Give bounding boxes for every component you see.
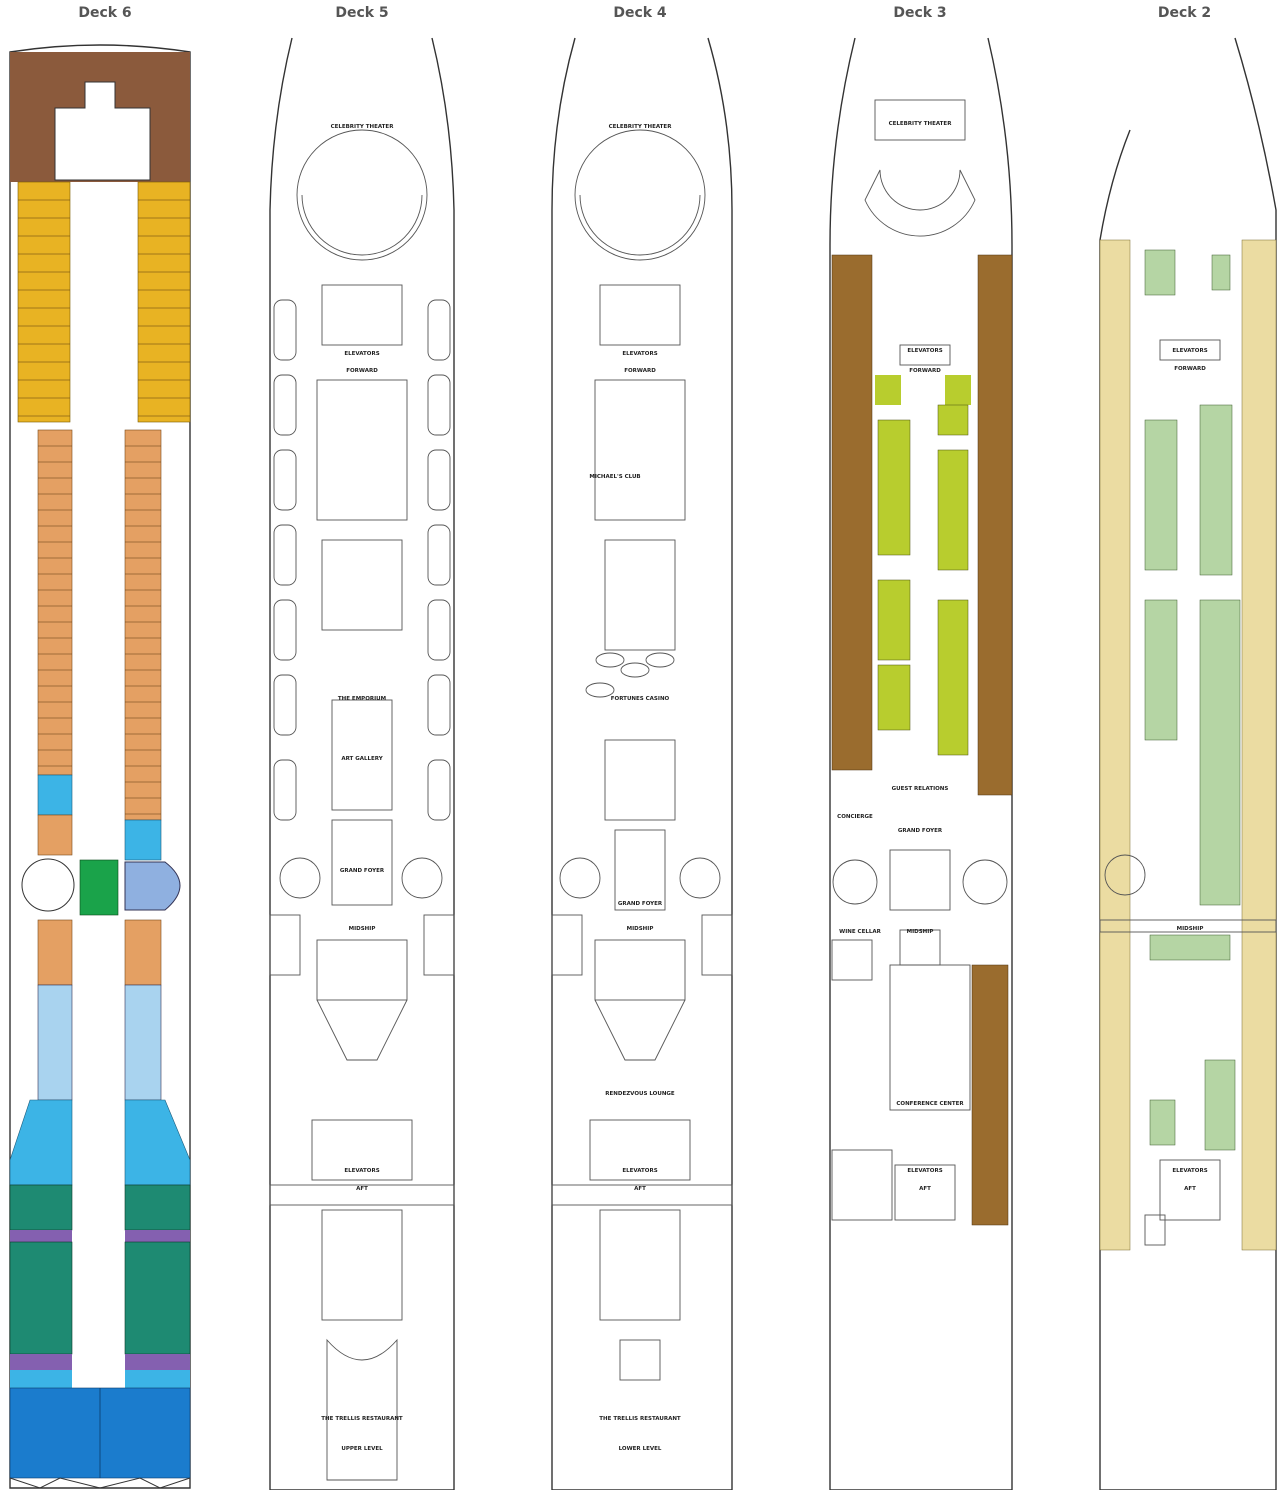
label-conference-center: CONFERENCE CENTER [896,1101,964,1107]
label-grand-foyer: GRAND FOYER [898,828,943,834]
label-midship: MIDSHIP [907,929,934,935]
label-midship: MIDSHIP [1177,926,1204,932]
label-concierge: CONCIERGE [837,814,873,820]
label-fortunes-casino: FORTUNES CASINO [611,696,670,702]
label-aft: AFT [919,1186,931,1192]
deck-4: Deck 4 CELEBRITY THEATER ELEVATORS FORWA [540,0,740,1490]
label-midship: MIDSHIP [627,926,654,932]
deck-5-plan: CELEBRITY THEATER ELEVATORS FORWARD THE … [269,37,455,1490]
label-guest-relations: GUEST RELATIONS [892,786,949,792]
label-grand-foyer: GRAND FOYER [618,901,663,907]
deck-6-plan [9,44,191,1489]
label-emporium: THE EMPORIUM [338,696,386,702]
deck-title: Deck 2 [1157,5,1212,21]
deck-2-labels: ELEVATORS FORWARD MIDSHIP ELEVATORS AFT [1172,348,1207,1192]
label-elevators: ELEVATORS [344,351,379,357]
deck-4-labels: CELEBRITY THEATER ELEVATORS FORWARD MICH… [589,124,681,1452]
deck-title: Deck 4 [613,5,667,21]
label-forward: FORWARD [624,368,656,374]
label-aft: AFT [1184,1186,1196,1192]
deck-6: Deck 6 [0,0,210,1490]
label-trellis: THE TRELLIS RESTAURANT [599,1416,681,1422]
label-upper-level: UPPER LEVEL [341,1446,383,1452]
label-celebrity-theater: CELEBRITY THEATER [609,124,673,130]
deck-3-plan: CELEBRITY THEATER ELEVATORS FORWARD GUES… [829,37,1013,1490]
label-celebrity-theater: CELEBRITY THEATER [331,124,395,130]
label-forward: FORWARD [346,368,378,374]
deck-2-plan: ELEVATORS FORWARD MIDSHIP ELEVATORS AFT [1099,37,1277,1490]
deck-title: Deck 5 [335,5,389,21]
label-elevators-aft: ELEVATORS [622,1168,657,1174]
label-celebrity-theater: CELEBRITY THEATER [889,121,953,127]
label-trellis: THE TRELLIS RESTAURANT [321,1416,403,1422]
label-aft: AFT [634,1186,646,1192]
label-wine-cellar: WINE CELLAR [839,929,881,935]
label-lower-level: LOWER LEVEL [619,1446,662,1452]
label-elevators-aft: ELEVATORS [907,1168,942,1174]
deck-3: Deck 3 CELEBRITY THEATER ELEVA [820,0,1020,1490]
label-elevators-aft: ELEVATORS [344,1168,379,1174]
label-grand-foyer: GRAND FOYER [340,868,385,874]
label-michaels-club: MICHAEL'S CLUB [589,474,640,480]
deck-5-labels: CELEBRITY THEATER ELEVATORS FORWARD THE … [321,124,403,1452]
deck-4-plan: CELEBRITY THEATER ELEVATORS FORWARD MICH… [551,37,733,1490]
deck-title: Deck 3 [893,5,947,21]
label-elevators-aft: ELEVATORS [1172,1168,1207,1174]
deck-title: Deck 6 [78,5,132,21]
label-midship: MIDSHIP [349,926,376,932]
label-forward: FORWARD [1174,366,1206,372]
label-aft: AFT [356,1186,368,1192]
label-elevators: ELEVATORS [622,351,657,357]
label-rendezvous: RENDEZVOUS LOUNGE [605,1091,675,1097]
deck-3-labels: CELEBRITY THEATER ELEVATORS FORWARD GUES… [837,121,964,1192]
label-art-gallery: ART GALLERY [341,756,383,762]
label-elevators: ELEVATORS [1172,348,1207,354]
label-forward: FORWARD [909,368,941,374]
label-elevators: ELEVATORS [907,348,942,354]
deck-5: Deck 5 CELEBRITY [262,0,462,1490]
deck-2: Deck 2 ELEVATORS FORWARD MIDSHIP ELEVATO… [1090,0,1279,1490]
